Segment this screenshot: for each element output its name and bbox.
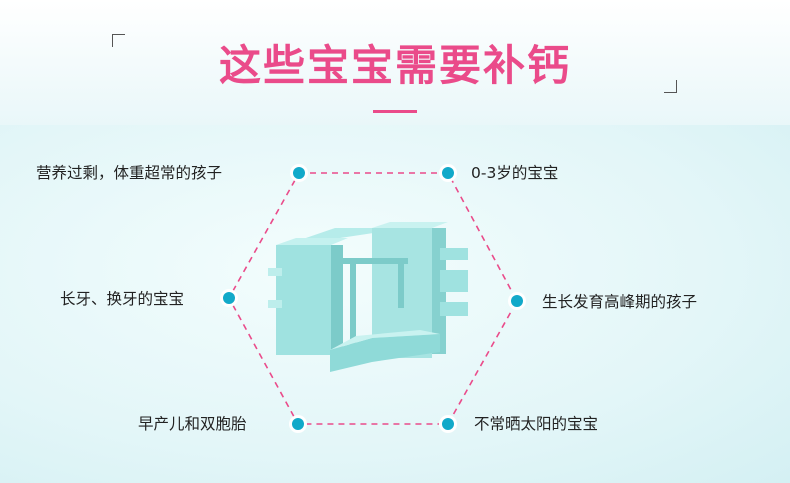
label-little-sunlight: 不常晒太阳的宝宝 <box>474 415 599 433</box>
vertex-dots <box>220 164 526 433</box>
corner-mark-top-left <box>112 34 125 47</box>
title-underline <box>373 110 417 113</box>
header-background <box>0 0 790 125</box>
label-premature-twins: 早产儿和双胞胎 <box>138 415 247 433</box>
label-teething-babies: 长牙、换牙的宝宝 <box>60 290 185 308</box>
label-growth-peak: 生长发育高峰期的孩子 <box>542 293 698 311</box>
vertex-dot <box>442 167 454 179</box>
vertex-dot <box>511 295 523 307</box>
vertex-dot <box>442 418 454 430</box>
calcium-block-logo <box>268 222 468 372</box>
page-title: 这些宝宝需要补钙 <box>218 41 571 90</box>
vertex-dot <box>293 167 305 179</box>
vertex-dot <box>223 292 235 304</box>
label-age-0-3: 0-3岁的宝宝 <box>471 164 559 182</box>
vertex-dot <box>292 418 304 430</box>
corner-mark-bottom-right <box>664 80 677 93</box>
label-overweight-children: 营养过剩，体重超常的孩子 <box>36 164 223 182</box>
